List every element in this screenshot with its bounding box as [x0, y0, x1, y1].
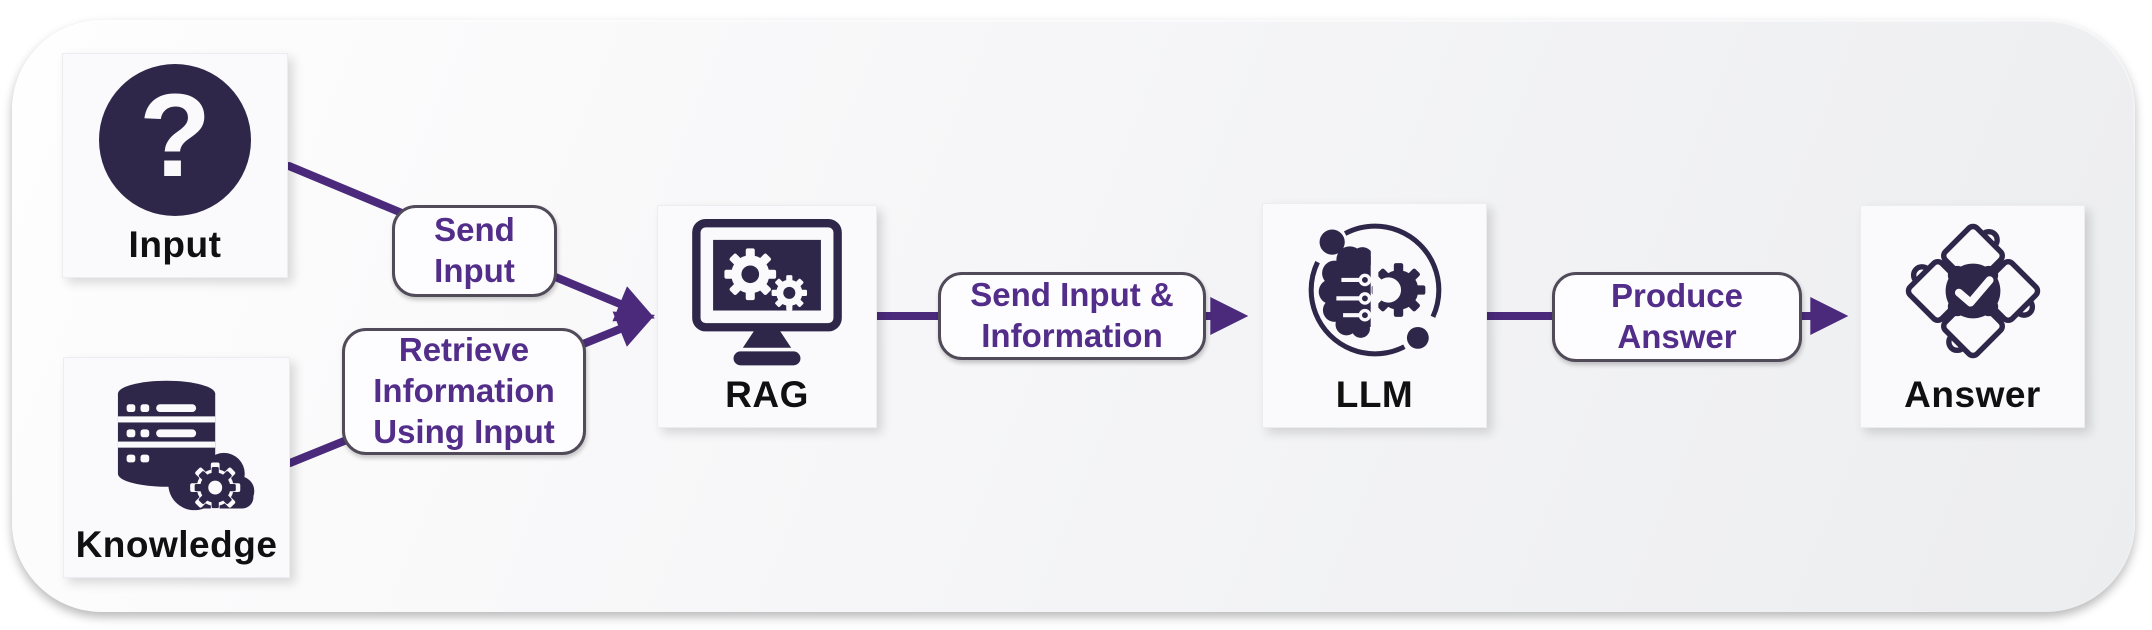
puzzle-check-icon: [1861, 206, 2084, 376]
edge-label-send-input: Send Input: [392, 205, 557, 297]
node-rag-label: RAG: [725, 374, 809, 415]
node-rag: RAG: [657, 205, 877, 428]
node-input: ? Input: [62, 53, 288, 278]
brain-gear-orbit-icon: [1263, 204, 1486, 376]
edge-label-retrieve-information: Retrieve Information Using Input: [342, 328, 586, 455]
database-cloud-gear-icon: [64, 358, 289, 526]
node-answer: Answer: [1860, 205, 2085, 428]
node-input-label: Input: [128, 224, 222, 265]
node-knowledge-label: Knowledge: [75, 524, 278, 565]
question-mark-icon: ?: [63, 54, 287, 226]
monitor-gears-icon: [658, 206, 876, 376]
node-llm: LLM: [1262, 203, 1487, 428]
edge-label-send-input-information: Send Input & Information: [938, 272, 1206, 360]
edge-label-produce-answer: Produce Answer: [1552, 272, 1802, 362]
question-glyph: ?: [99, 64, 251, 216]
node-llm-label: LLM: [1335, 374, 1414, 415]
node-knowledge: Knowledge: [63, 357, 290, 578]
node-answer-label: Answer: [1904, 374, 2041, 415]
